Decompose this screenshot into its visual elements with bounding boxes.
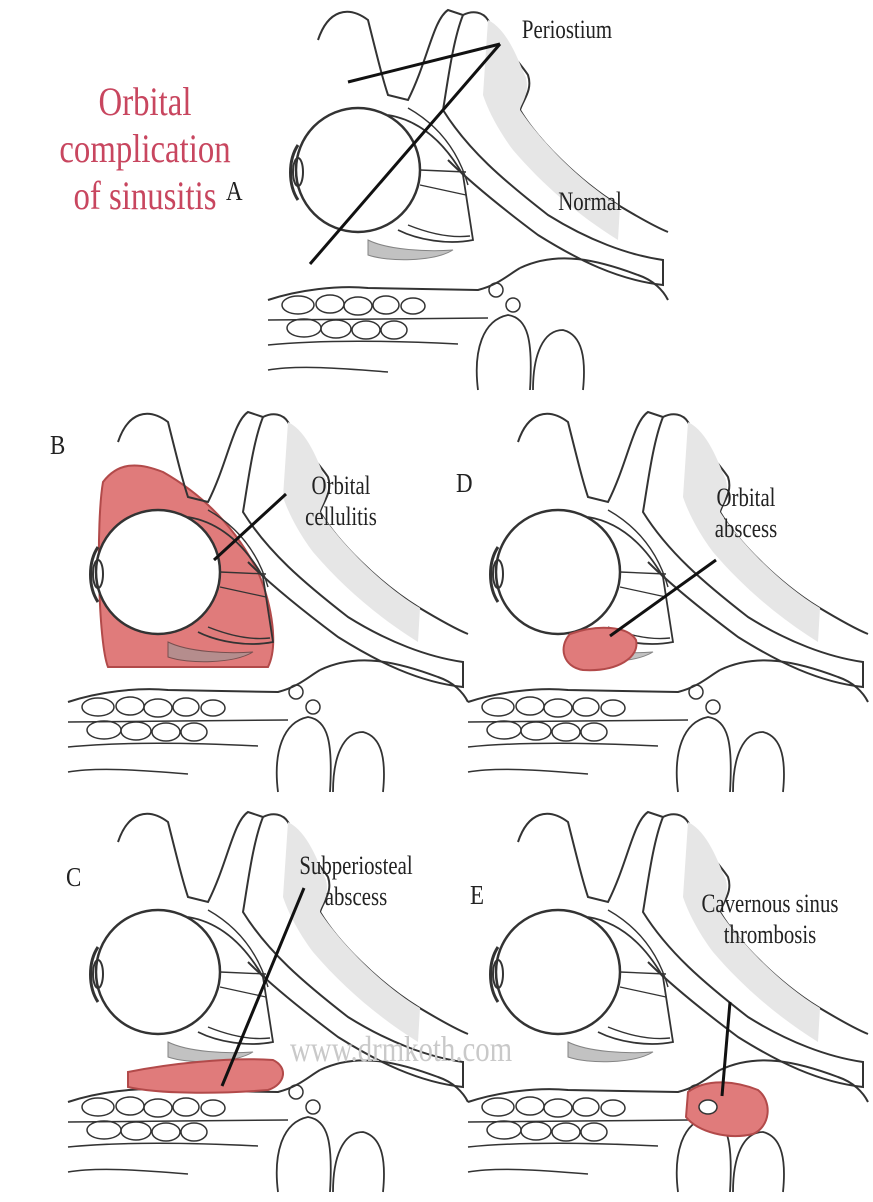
ethmoid-cell <box>482 1098 514 1116</box>
ethmoid-cell <box>521 1122 551 1140</box>
optic-nerve-2 <box>620 987 666 997</box>
ethmoid-cell <box>581 1123 607 1141</box>
panel-e-callout: Cavernous sinus thrombosis <box>698 888 842 950</box>
inferior-muscle <box>608 1027 670 1039</box>
eyeball <box>496 910 620 1034</box>
maxilla-line-2 <box>468 1169 588 1174</box>
orbital-floor <box>468 1070 720 1102</box>
ethmoid-cell <box>552 1123 580 1141</box>
ethmoid-cell <box>487 1121 521 1139</box>
thrombosis-vessel <box>699 1100 717 1114</box>
maxilla-line <box>468 1143 658 1147</box>
ethmoid-cell <box>601 1100 625 1116</box>
thrombosis-region <box>686 1082 768 1136</box>
ethmoid-cell <box>573 1098 599 1116</box>
sphenoid-arc-2 <box>733 1132 784 1192</box>
ethmoid-cell <box>544 1099 572 1117</box>
panel-e-label: E <box>470 880 484 911</box>
ethmoid-cell <box>516 1097 544 1115</box>
panel-e-callout-line-1: Cavernous sinus <box>698 888 842 919</box>
inferior-rectus <box>568 1042 653 1062</box>
panel-e-anatomy <box>468 812 868 1192</box>
panel-e-callout-line-2: thrombosis <box>698 919 842 950</box>
watermark: www.drmkoth.com <box>290 1028 512 1070</box>
